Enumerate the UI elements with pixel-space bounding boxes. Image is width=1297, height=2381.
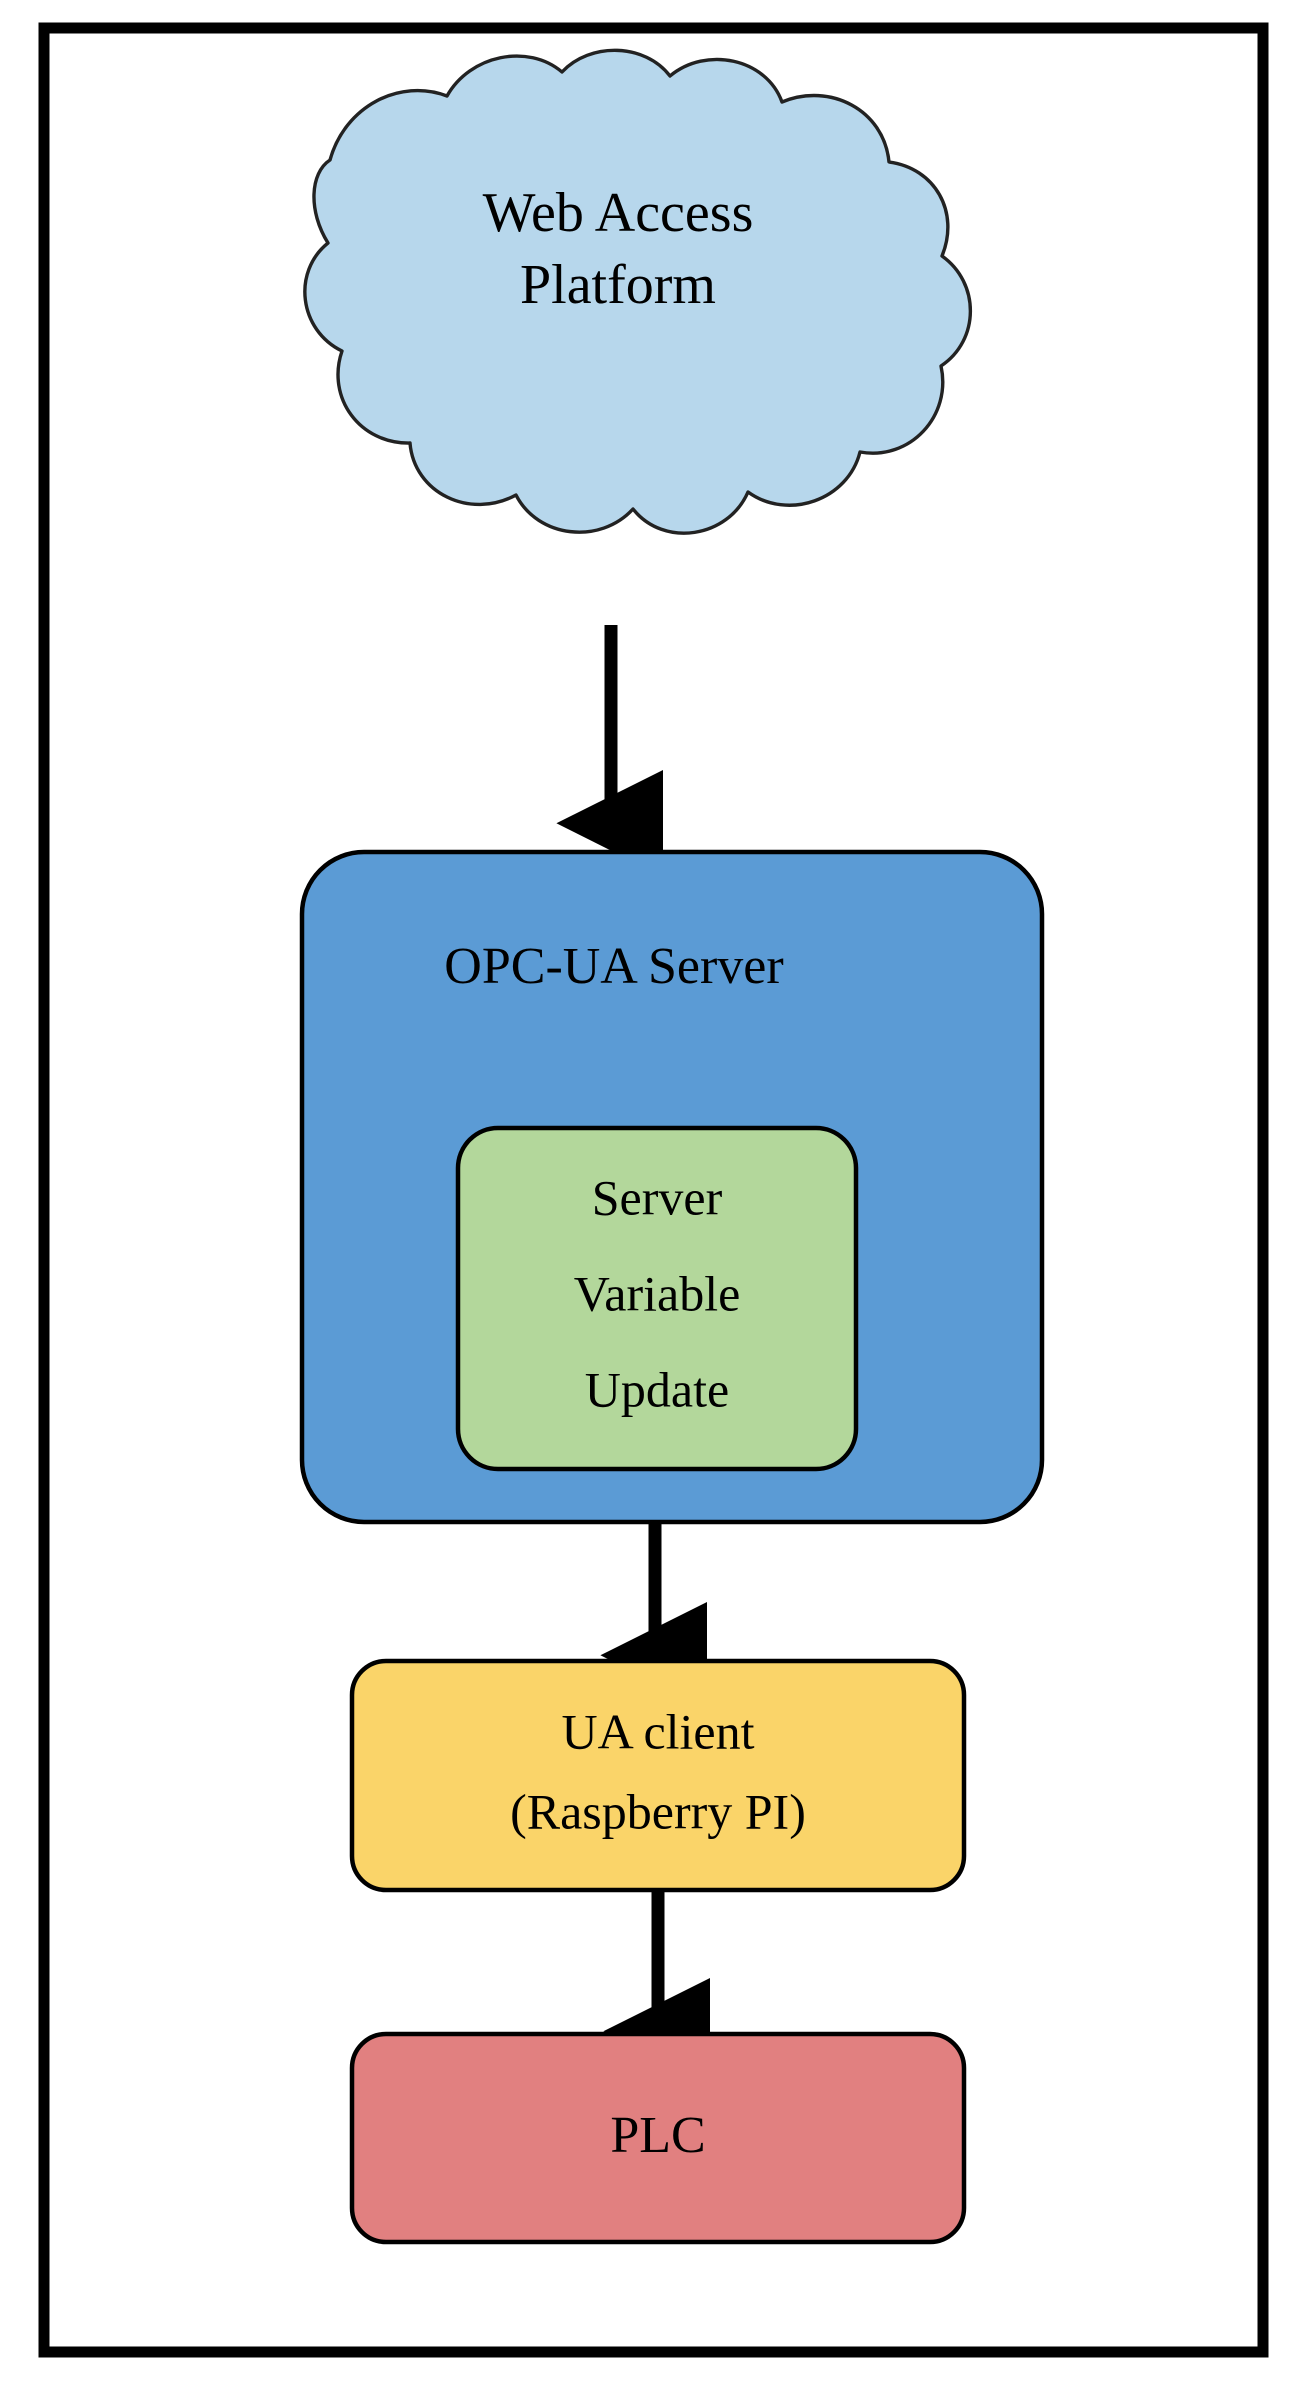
node-web-access-platform[interactable]: Web Access Platform [303,48,972,535]
cloud-shape [303,48,972,535]
node-ua-client-raspberry-pi[interactable]: UA client (Raspberry PI) [349,1658,967,1893]
green-label-line-3: Update [585,1361,729,1417]
node-opc-ua-server[interactable]: OPC-UA Server Server Variable Update [299,849,1045,1525]
cloud-label-line-1: Web Access [483,182,754,244]
node-server-variable-update[interactable]: Server Variable Update [455,1125,859,1472]
ua-client-label-line-2: (Raspberry PI) [510,1783,806,1839]
ua-client-label-line-1: UA client [561,1703,754,1759]
opc-ua-server-label: OPC-UA Server [444,938,783,995]
plc-label: PLC [610,2107,705,2164]
server-variable-update-box [455,1125,859,1472]
green-label-line-1: Server [592,1169,723,1225]
ua-client-box [349,1658,967,1893]
cloud-label-line-2: Platform [520,254,716,316]
plc-box [349,2031,967,2245]
node-plc[interactable]: PLC [349,2031,967,2245]
green-label-line-2: Variable [574,1265,741,1321]
